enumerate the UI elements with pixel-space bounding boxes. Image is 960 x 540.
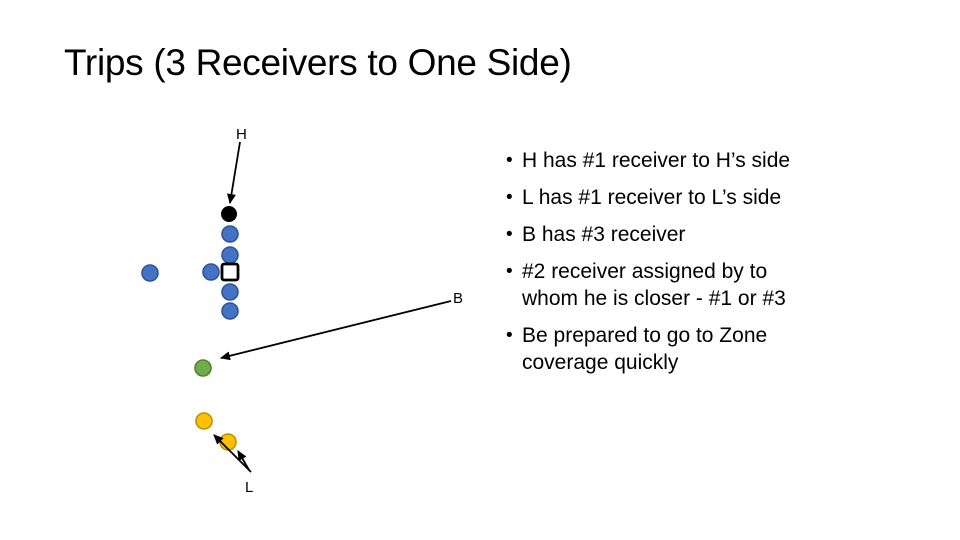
bullet-text-l-rule: L has #1 receiver to L’s side	[522, 186, 782, 209]
h-defender-label: H	[236, 126, 247, 143]
lineman-dot-4	[221, 283, 239, 301]
receiver-3-green-dot	[194, 359, 212, 377]
bullet-marker: •	[506, 187, 513, 208]
bullet-item-number2-rule: • #2 receiver assigned by to whom he is …	[506, 258, 876, 312]
l-assignment-arrow-2	[237, 450, 250, 471]
bullet-text-b-rule: B has #3 receiver	[522, 223, 686, 246]
bullet-text-h-rule: H has #1 receiver to H’s side	[522, 149, 791, 172]
lineman-dot-5	[221, 302, 239, 320]
bullet-item-l-rule: • L has #1 receiver to L’s side	[506, 184, 876, 211]
center-square	[220, 262, 240, 282]
b-defender-label: B	[453, 290, 463, 307]
l-defender-label: L	[245, 479, 253, 496]
bullet-marker: •	[506, 325, 513, 346]
bullet-list: • H has #1 receiver to H’s side • L has …	[506, 147, 876, 386]
bullet-text-number2-rule: #2 receiver assigned by to whom he is cl…	[522, 260, 786, 310]
bullet-text-zone-rule: Be prepared to go to Zone coverage quick…	[522, 324, 768, 374]
bullet-item-b-rule: • B has #3 receiver	[506, 221, 876, 248]
b-assignment-arrow	[220, 300, 452, 361]
h-assignment-arrow	[227, 141, 241, 204]
lineman-dot-3	[202, 263, 220, 281]
bullet-item-h-rule: • H has #1 receiver to H’s side	[506, 147, 876, 174]
slide-title: Trips (3 Receivers to One Side)	[64, 42, 572, 83]
bullet-marker: •	[506, 150, 513, 171]
bullet-marker: •	[506, 224, 513, 245]
lineman-dot-1	[221, 225, 239, 243]
l-assignment-arrow-1	[213, 434, 252, 473]
bullet-marker: •	[506, 261, 513, 282]
split-receiver-blue-dot	[141, 264, 159, 282]
receiver-1-black-dot	[221, 206, 237, 222]
yellow-dot-2	[219, 433, 237, 451]
bullet-item-zone-rule: • Be prepared to go to Zone coverage qui…	[506, 322, 876, 376]
yellow-dot-1	[195, 412, 213, 430]
lineman-dot-2	[221, 246, 239, 264]
